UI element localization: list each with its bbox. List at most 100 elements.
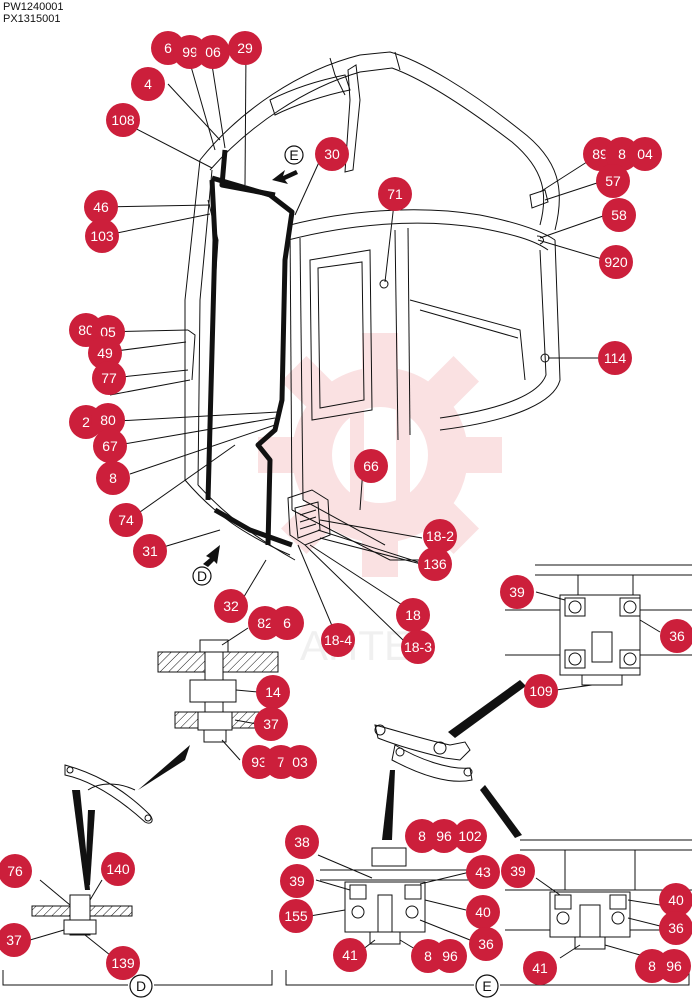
callout-label: 36 bbox=[478, 936, 494, 952]
callout-label: 05 bbox=[100, 324, 116, 340]
callout-67: 67 bbox=[93, 429, 127, 463]
callout-label: 77 bbox=[101, 370, 117, 386]
callout-18-4: 18-4 bbox=[321, 623, 355, 657]
section-label-e: E bbox=[475, 974, 499, 998]
callout-8: 8 bbox=[96, 461, 130, 495]
callout-label: 139 bbox=[111, 955, 135, 971]
callout-label: 58 bbox=[611, 207, 627, 223]
callout-label: 136 bbox=[423, 556, 447, 572]
callout-74: 74 bbox=[109, 503, 143, 537]
callout-36c: 36 bbox=[659, 911, 692, 945]
callout-badge bbox=[501, 854, 535, 888]
callout-label: 8 bbox=[424, 948, 432, 964]
callout-badge bbox=[466, 895, 500, 929]
callout-badge bbox=[659, 911, 692, 945]
callout-96c: 96 bbox=[657, 949, 691, 983]
callout-label: 31 bbox=[142, 543, 158, 559]
callout-label: 38 bbox=[294, 834, 310, 850]
callout-label: 46 bbox=[93, 199, 109, 215]
callout-label: 96 bbox=[442, 948, 458, 964]
callout-badge bbox=[596, 164, 630, 198]
callout-label: 39 bbox=[510, 863, 526, 879]
callout-label: 8 bbox=[109, 470, 117, 486]
callout-badge bbox=[524, 674, 558, 708]
callout-badge bbox=[91, 403, 125, 437]
callout-badge bbox=[283, 745, 317, 779]
callout-badge bbox=[92, 361, 126, 395]
detail-pointer-d bbox=[72, 790, 95, 890]
callout-31: 31 bbox=[133, 534, 167, 568]
callout-49: 49 bbox=[88, 336, 122, 370]
callout-label: 36 bbox=[668, 920, 684, 936]
callout-badge bbox=[285, 825, 319, 859]
callout-18-3: 18-3 bbox=[401, 630, 435, 664]
callout-badge bbox=[254, 707, 288, 741]
callout-badge bbox=[256, 675, 290, 709]
callout-label: 43 bbox=[475, 864, 491, 880]
callout-label: 99 bbox=[182, 44, 198, 60]
callout-badge bbox=[602, 198, 636, 232]
section-brackets bbox=[2, 970, 690, 986]
callout-label: 14 bbox=[265, 684, 281, 700]
callout-label: 140 bbox=[106, 861, 130, 877]
callout-41b: 41 bbox=[523, 951, 557, 985]
callout-39a: 39 bbox=[500, 575, 534, 609]
callout-18: 18 bbox=[396, 598, 430, 632]
callout-155: 155 bbox=[279, 899, 313, 933]
callout-6b: 6 bbox=[270, 606, 304, 640]
section-label-d-top: D bbox=[192, 566, 212, 586]
callout-label: 8 bbox=[418, 828, 426, 844]
callout-badge bbox=[279, 899, 313, 933]
section-label-e-top: E bbox=[284, 145, 304, 165]
callout-badge bbox=[214, 589, 248, 623]
drawing-code-2: PX1315001 bbox=[3, 13, 61, 25]
callout-badge bbox=[660, 619, 692, 653]
callout-label: 8 bbox=[618, 146, 626, 162]
callout-badge bbox=[523, 951, 557, 985]
callout-badge bbox=[84, 190, 118, 224]
callout-label: 102 bbox=[458, 828, 482, 844]
link-arm-e bbox=[374, 724, 473, 782]
callout-77: 77 bbox=[92, 361, 126, 395]
callout-badge bbox=[131, 67, 165, 101]
callout-label: 920 bbox=[604, 254, 628, 270]
callout-badge bbox=[93, 429, 127, 463]
callout-label: 71 bbox=[387, 186, 403, 202]
callout-badge bbox=[433, 939, 467, 973]
callout-badge bbox=[321, 623, 355, 657]
callout-label: 6 bbox=[283, 615, 291, 631]
callout-badge bbox=[0, 854, 32, 888]
callout-label: 39 bbox=[289, 873, 305, 889]
callout-58: 58 bbox=[602, 198, 636, 232]
callout-41a: 41 bbox=[333, 938, 367, 972]
callout-14: 14 bbox=[256, 675, 290, 709]
watermark-text: AHTE bbox=[300, 622, 412, 669]
callout-label: 36 bbox=[669, 628, 685, 644]
callout-badge bbox=[469, 927, 503, 961]
callout-badge bbox=[315, 137, 349, 171]
callout-76: 76 bbox=[0, 854, 32, 888]
callout-4: 4 bbox=[131, 67, 165, 101]
callout-badge bbox=[106, 946, 140, 980]
callout-39b: 39 bbox=[280, 864, 314, 898]
callout-label: 03 bbox=[292, 754, 308, 770]
callout-18-2: 18-2 bbox=[423, 519, 457, 553]
callout-badge bbox=[96, 461, 130, 495]
callout-label: 2 bbox=[82, 414, 90, 430]
callout-badge bbox=[280, 864, 314, 898]
callout-label: 8 bbox=[648, 958, 656, 974]
callout-label: 18-3 bbox=[404, 639, 432, 655]
callout-label: 49 bbox=[97, 345, 113, 361]
callout-label: 37 bbox=[263, 716, 279, 732]
callout-badge bbox=[378, 177, 412, 211]
callout-29: 29 bbox=[228, 31, 262, 65]
callout-badge bbox=[659, 883, 692, 917]
callout-139: 139 bbox=[106, 946, 140, 980]
callout-71: 71 bbox=[378, 177, 412, 211]
callout-46: 46 bbox=[84, 190, 118, 224]
callout-badge bbox=[85, 219, 119, 253]
callout-badge bbox=[396, 598, 430, 632]
callout-label: 06 bbox=[205, 44, 221, 60]
